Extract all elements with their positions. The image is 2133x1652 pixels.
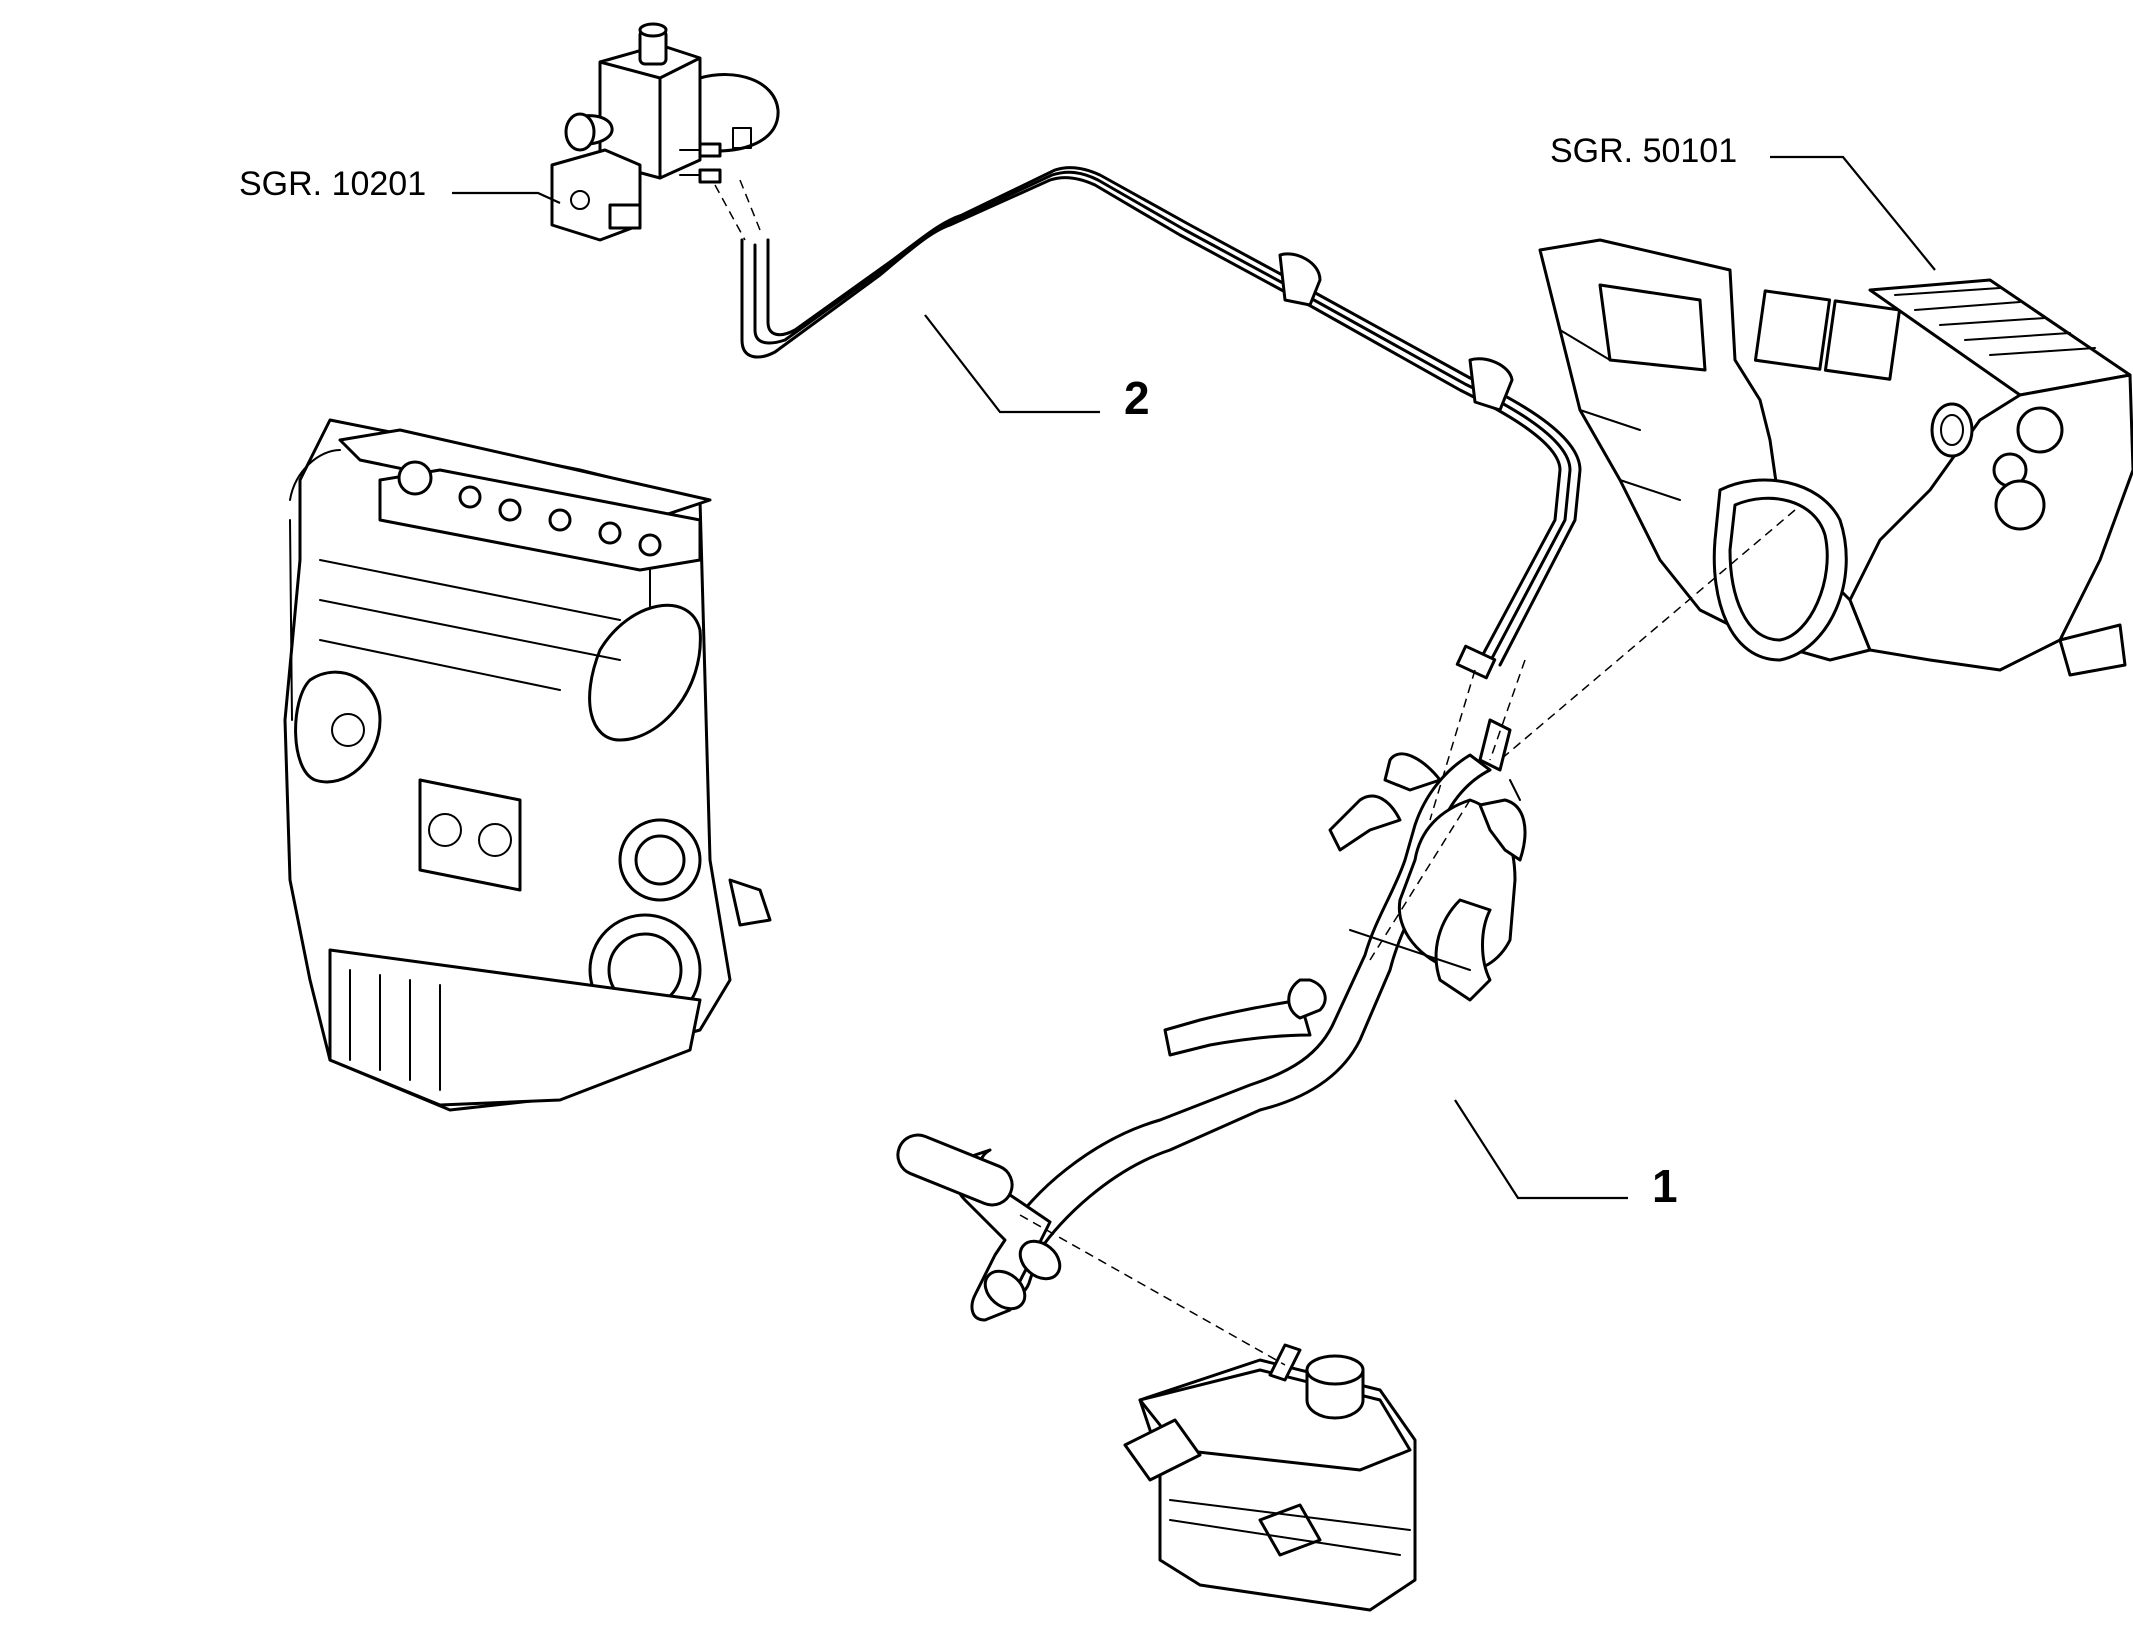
heater-box-assembly — [1538, 238, 2133, 677]
part-2-label: 2 — [1124, 372, 1150, 424]
ref-valve-label: SGR. 10201 — [239, 165, 426, 203]
hose-1-rubber-hoses — [896, 718, 1527, 1322]
ref-heater-label: SGR. 50101 — [1550, 132, 1737, 170]
heater-valve-assembly — [550, 22, 780, 242]
expansion-tank — [1123, 1343, 1417, 1612]
assembly-lines — [1019, 509, 1796, 1366]
leader-lines — [452, 155, 1936, 1200]
part-1-label: 1 — [1652, 1160, 1678, 1212]
hose-2-twin-pipe — [714, 166, 1582, 680]
callouts: SGR. 10201 SGR. 50101 2 1 — [239, 132, 1737, 1212]
engine-block — [283, 418, 772, 1112]
